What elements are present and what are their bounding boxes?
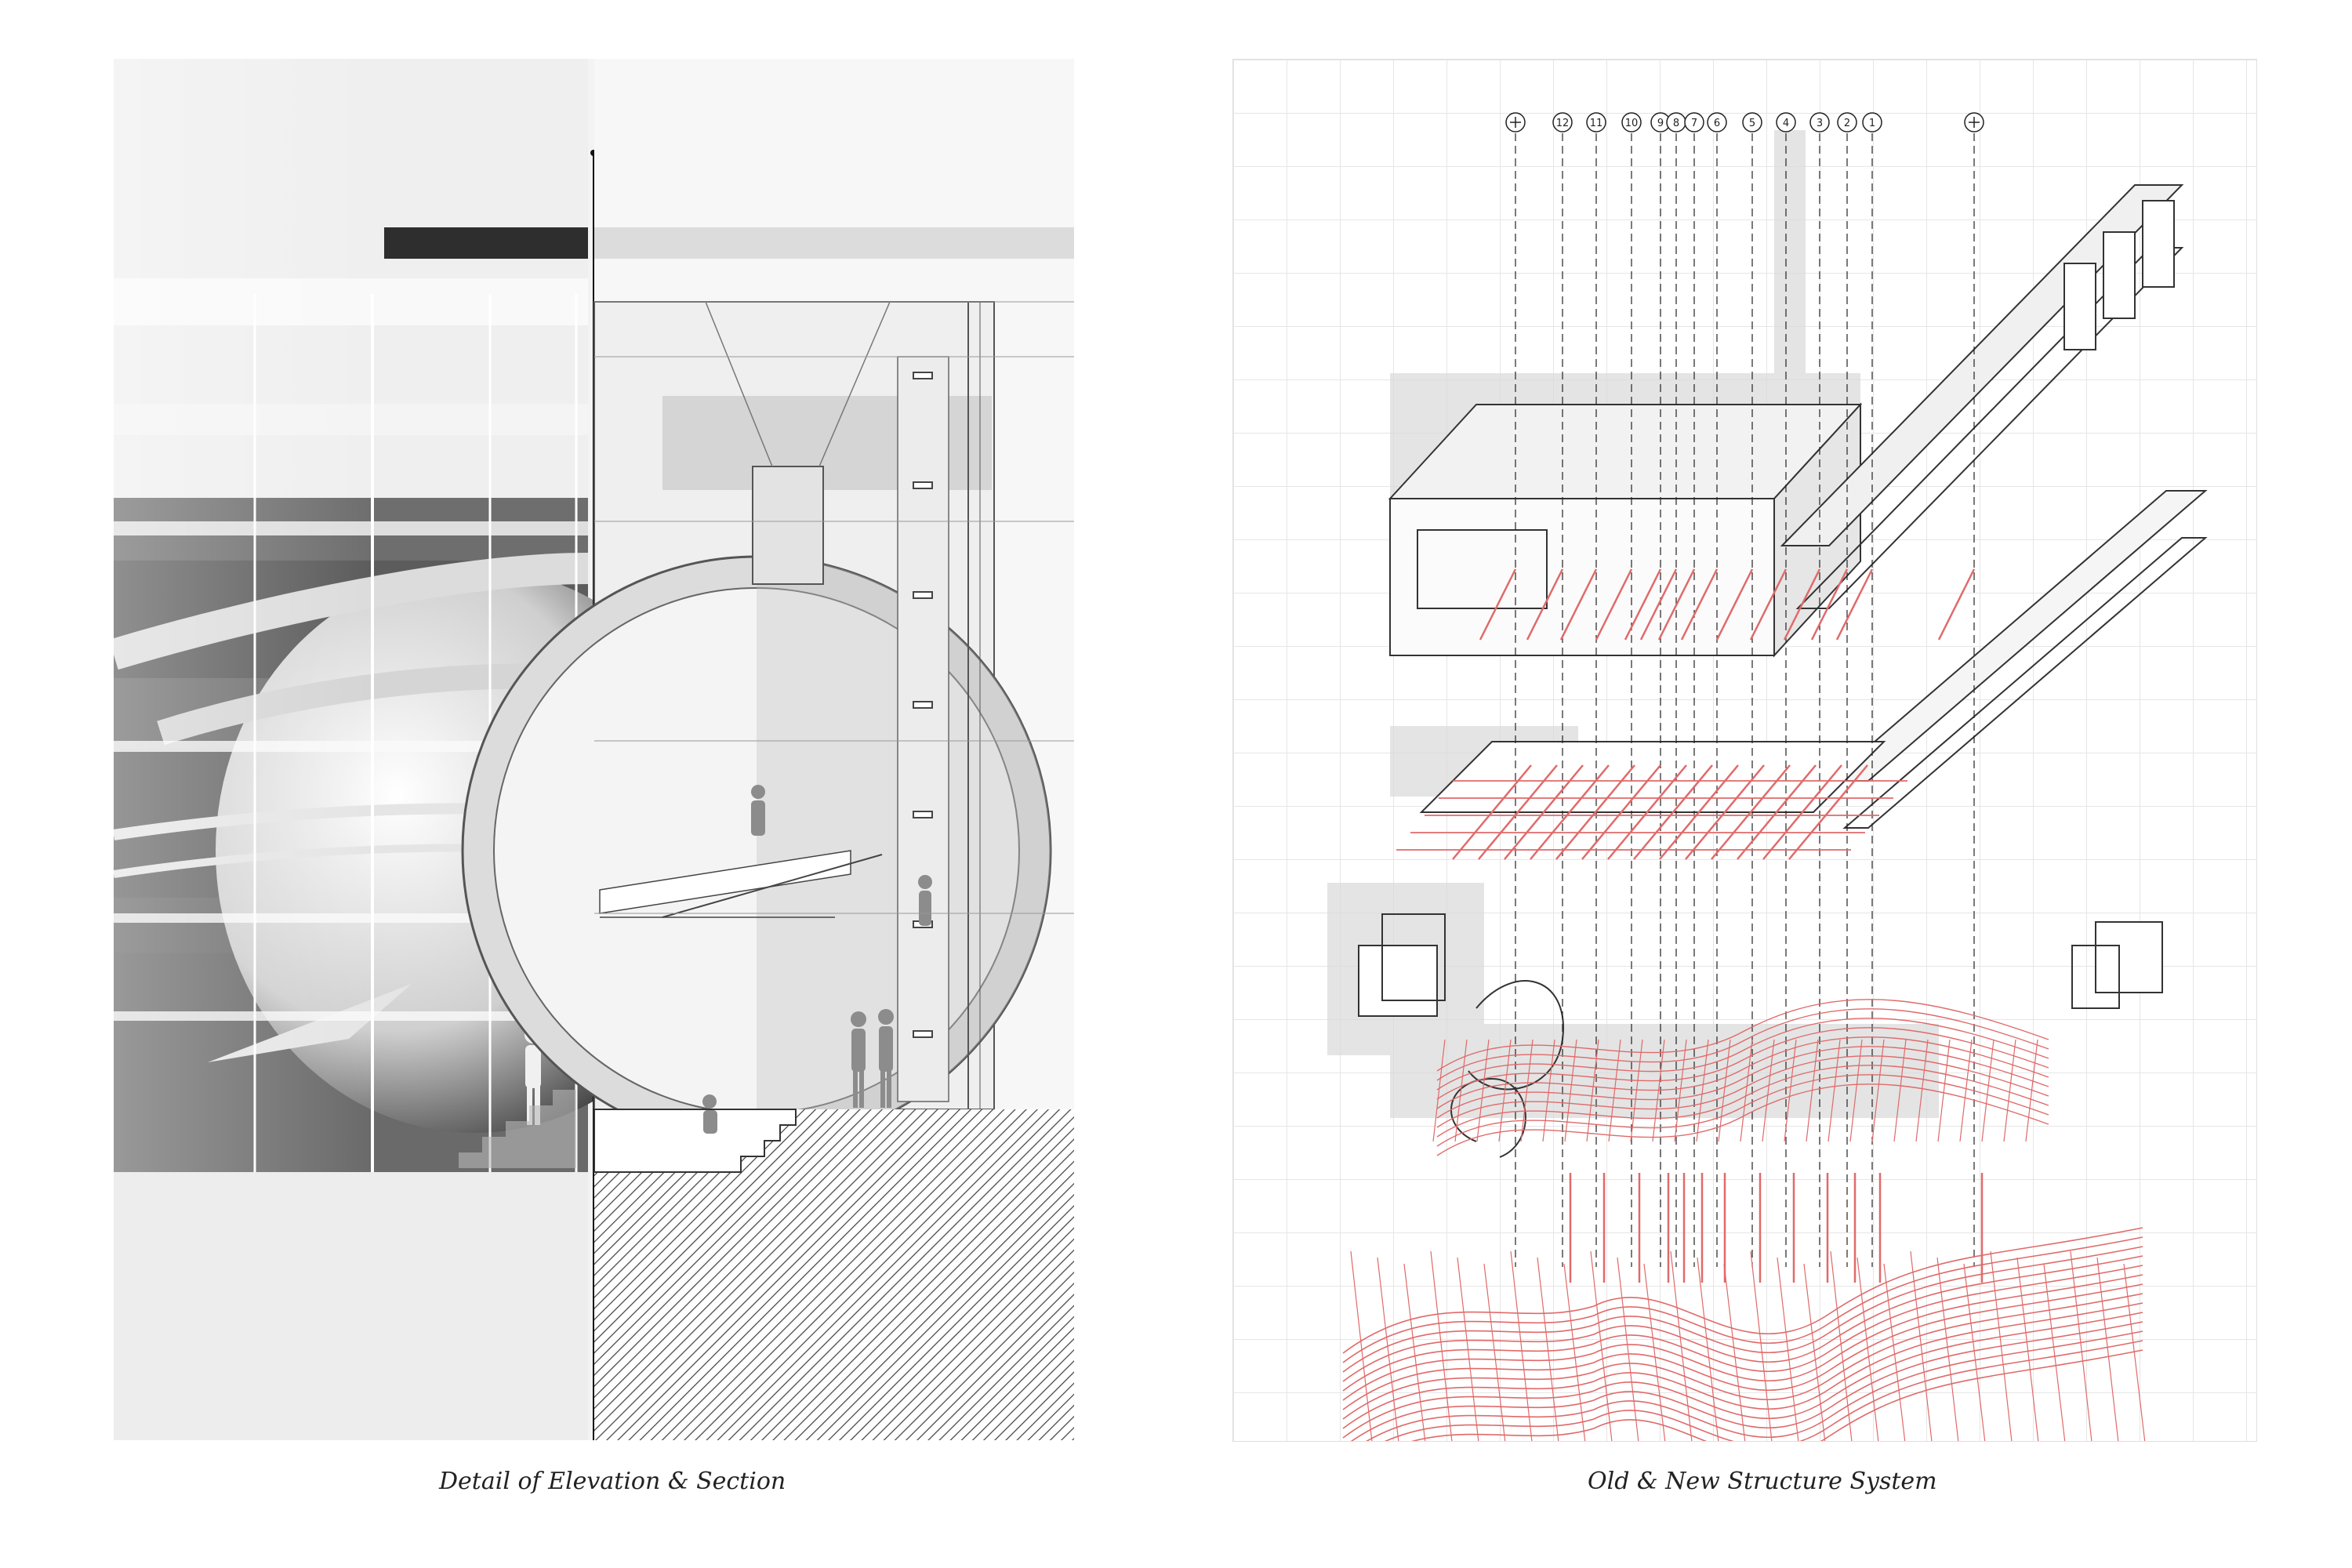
grid-marker-3: 3 xyxy=(1809,112,1830,132)
middle-slab xyxy=(1419,741,1886,813)
new-structure-red xyxy=(1342,568,2146,1441)
svg-text:1: 1 xyxy=(1869,118,1875,129)
section-half xyxy=(461,59,1074,1440)
svg-text:8: 8 xyxy=(1673,118,1679,129)
elevation-section-svg xyxy=(114,59,1074,1440)
svg-text:3: 3 xyxy=(1817,118,1823,129)
grid-marker-4: 4 xyxy=(1776,112,1796,132)
svg-text:12: 12 xyxy=(1556,118,1570,129)
grid-marker-7: 7 xyxy=(1684,112,1704,132)
grid-marker-11: 11 xyxy=(1586,112,1606,132)
caption-elevation-section: Detail of Elevation & Section xyxy=(439,1468,786,1495)
grid-marker-12: 12 xyxy=(1552,112,1573,132)
upper-volume xyxy=(1388,402,1863,658)
grid-marker-8: 8 xyxy=(1666,112,1686,132)
svg-text:11: 11 xyxy=(1590,118,1603,129)
elevation-section-drawing xyxy=(114,59,1074,1440)
lower-structure xyxy=(1358,913,2163,1158)
grid-marker-plus-right xyxy=(1964,112,1984,132)
svg-text:5: 5 xyxy=(1749,118,1755,129)
grid-axis-lines xyxy=(1515,133,1975,1267)
grid-marker-5: 5 xyxy=(1742,112,1762,132)
grid-marker-10: 10 xyxy=(1621,112,1642,132)
svg-text:6: 6 xyxy=(1714,118,1720,129)
grid-marker-6: 6 xyxy=(1707,112,1727,132)
grid-marker-2: 2 xyxy=(1837,112,1857,132)
svg-text:10: 10 xyxy=(1625,118,1639,129)
caption-structure-system: Old & New Structure System xyxy=(1588,1468,1937,1495)
svg-text:7: 7 xyxy=(1691,118,1697,129)
grid-marker-plus-left xyxy=(1505,112,1526,132)
svg-text:2: 2 xyxy=(1844,118,1850,129)
diagonal-beams xyxy=(1780,184,2208,829)
people-silhouettes xyxy=(702,785,932,1134)
svg-text:9: 9 xyxy=(1657,118,1664,129)
grid-marker-1: 1 xyxy=(1862,112,1882,132)
svg-text:4: 4 xyxy=(1783,118,1789,129)
